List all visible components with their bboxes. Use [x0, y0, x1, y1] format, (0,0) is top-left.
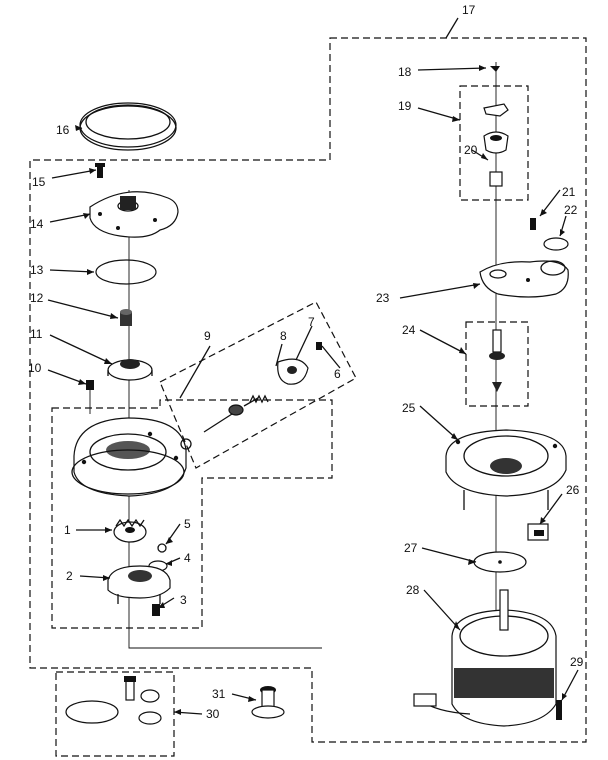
callout-5: 5 [184, 517, 191, 531]
pump-housing [71, 417, 192, 497]
part-22-ring [543, 237, 569, 251]
callout-14: 14 [30, 217, 44, 231]
callout-27: 27 [404, 541, 418, 555]
callout-12: 12 [30, 291, 44, 305]
assembly-outlines [29, 37, 587, 757]
callout-24: 24 [402, 323, 416, 337]
part-12-nut [120, 309, 132, 326]
callout-15: 15 [32, 175, 46, 189]
group-30-parts [65, 676, 162, 725]
arrowheads [75, 65, 567, 715]
group-9-parts [203, 342, 322, 433]
group-17-outline [29, 37, 587, 743]
part-27-disc [473, 551, 527, 573]
callout-3: 3 [180, 593, 187, 607]
group-30-outline [55, 671, 175, 757]
callout-20: 20 [464, 143, 478, 157]
part-26-clip [527, 523, 549, 541]
callout-25: 25 [402, 401, 416, 415]
callout-13: 13 [30, 263, 44, 277]
part-13-oring [95, 259, 157, 285]
part-2-base [107, 565, 171, 604]
callout-2: 2 [66, 569, 73, 583]
callout-21: 21 [562, 185, 576, 199]
part-1-gear [113, 518, 147, 543]
callout-8: 8 [280, 329, 287, 343]
group-9-outline [159, 301, 357, 469]
part-16-ring [79, 102, 177, 151]
callout-28: 28 [406, 583, 420, 597]
part-15-screw [95, 163, 105, 178]
part-14-cover [89, 191, 179, 238]
group-24-outline [465, 321, 529, 407]
part-10-screw [86, 380, 94, 390]
part-31-plug [251, 686, 285, 719]
part-3-screw [152, 604, 160, 616]
callout-labels: 16 15 14 13 12 11 10 9 8 7 6 1 2 3 4 5 1… [28, 3, 584, 721]
group-19-outline [459, 85, 529, 201]
callout-19: 19 [398, 99, 412, 113]
callout-4: 4 [184, 551, 191, 565]
callout-9: 9 [204, 329, 211, 343]
callout-17: 17 [462, 3, 476, 17]
callout-22: 22 [564, 203, 578, 217]
callout-26: 26 [566, 483, 580, 497]
callout-18: 18 [398, 65, 412, 79]
callout-31: 31 [212, 687, 226, 701]
part-19-20-clutch [483, 103, 509, 187]
callout-11: 11 [30, 327, 43, 341]
callout-23: 23 [376, 291, 390, 305]
part-18-cap [490, 66, 500, 72]
callout-29: 29 [570, 655, 584, 669]
part-23-bracket [479, 260, 569, 298]
callout-16: 16 [56, 123, 70, 137]
callout-7: 7 [308, 315, 315, 329]
part-29-screw [556, 700, 562, 720]
callout-6: 6 [334, 367, 341, 381]
part-24-shaft [489, 329, 505, 392]
part-11-impeller [107, 359, 153, 381]
part-28-motor [413, 589, 557, 727]
part-21-screw [530, 218, 536, 230]
axis-lines [89, 62, 497, 700]
housing-subgroup-outline [51, 399, 333, 629]
callout-30: 30 [206, 707, 220, 721]
callout-10: 10 [28, 361, 42, 375]
part-25-motor-cover [445, 429, 567, 510]
callout-1: 1 [64, 523, 71, 537]
